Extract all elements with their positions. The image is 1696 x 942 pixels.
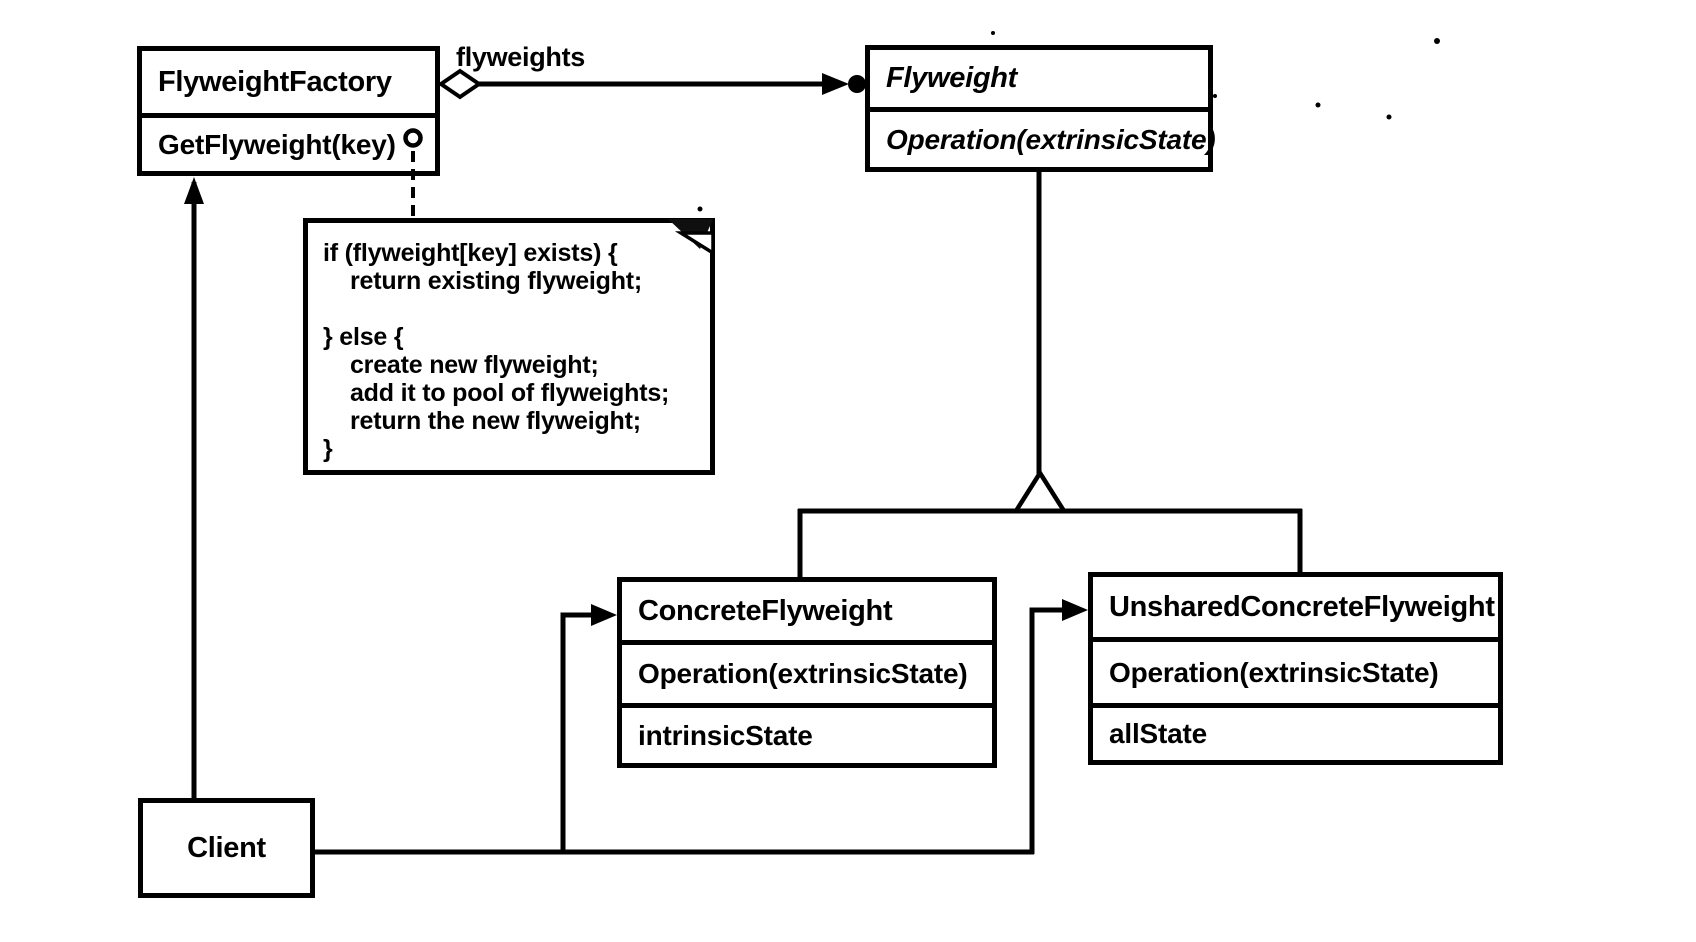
client-to-concrete-flyweight-line bbox=[560, 612, 607, 854]
class-box-unshared-concrete-flyweight: UnsharedConcreteFlyweight Operation(extr… bbox=[1088, 572, 1503, 765]
scan-speck bbox=[697, 206, 703, 212]
note-line bbox=[323, 295, 710, 323]
class-box-flyweight-factory: FlyweightFactory GetFlyweight(key) bbox=[137, 46, 440, 176]
scan-speck bbox=[1386, 114, 1392, 120]
method-operation-abstract: Operation(extrinsicState) bbox=[886, 123, 1216, 155]
unshared-title-compartment: UnsharedConcreteFlyweight bbox=[1093, 577, 1498, 637]
scan-speck bbox=[1434, 38, 1440, 44]
arrowhead-icon bbox=[591, 604, 617, 626]
aggregation-endpoint-dot-icon bbox=[848, 75, 866, 93]
scan-speck bbox=[1213, 94, 1217, 98]
class-box-flyweight: Flyweight Operation(extrinsicState) bbox=[865, 45, 1216, 172]
arrowhead-icon bbox=[1062, 599, 1088, 621]
arrowhead-icon bbox=[822, 73, 849, 95]
note-line: if (flyweight[key] exists) { bbox=[323, 239, 618, 267]
client-title-compartment: Client bbox=[143, 803, 310, 893]
note-line: return the new flyweight; bbox=[323, 407, 641, 435]
aggregation-diamond-icon bbox=[437, 68, 483, 100]
unshared-method-compartment: Operation(extrinsicState) bbox=[1093, 637, 1498, 703]
attribute-all-state: allState bbox=[1109, 718, 1207, 749]
scan-speck bbox=[1315, 102, 1321, 108]
arrowhead-icon bbox=[184, 177, 204, 204]
scan-speck bbox=[991, 31, 995, 35]
method-get-flyweight: GetFlyweight(key) bbox=[158, 128, 396, 160]
class-box-client: Client bbox=[138, 798, 315, 898]
concrete-flyweight-title-compartment: ConcreteFlyweight bbox=[622, 582, 992, 640]
class-name-flyweight: Flyweight bbox=[886, 62, 1018, 94]
flyweight-title-compartment: Flyweight bbox=[870, 50, 1208, 107]
note-box-getflyweight-pseudocode: if (flyweight[key] exists) { return exis… bbox=[303, 218, 715, 475]
class-name-flyweight-factory: FlyweightFactory bbox=[158, 65, 392, 98]
note-line: create new flyweight; bbox=[323, 351, 599, 379]
concrete-flyweight-method-compartment: Operation(extrinsicState) bbox=[622, 640, 992, 703]
note-line: return existing flyweight; bbox=[323, 267, 643, 295]
method-operation-unshared: Operation(extrinsicState) bbox=[1109, 656, 1439, 688]
note-line: } bbox=[323, 435, 333, 463]
unshared-attribute-compartment: allState bbox=[1093, 703, 1498, 760]
aggregation-label-flyweights: flyweights bbox=[456, 42, 586, 72]
class-box-concrete-flyweight: ConcreteFlyweight Operation(extrinsicSta… bbox=[617, 577, 997, 768]
class-name-client: Client bbox=[187, 831, 266, 864]
note-line: } else { bbox=[323, 323, 404, 351]
concrete-flyweight-attribute-compartment: intrinsicState bbox=[622, 703, 992, 763]
flyweight-factory-title-compartment: FlyweightFactory bbox=[142, 51, 435, 113]
attribute-intrinsic-state: intrinsicState bbox=[638, 719, 813, 751]
note-line: add it to pool of flyweights; bbox=[323, 379, 670, 407]
client-to-unshared-line bbox=[1029, 607, 1078, 854]
method-operation-concrete: Operation(extrinsicState) bbox=[638, 658, 968, 689]
flyweight-method-compartment: Operation(extrinsicState) bbox=[870, 107, 1216, 167]
inheritance-triangle-icon bbox=[1011, 468, 1069, 514]
class-name-unshared-concrete-flyweight: UnsharedConcreteFlyweight bbox=[1109, 590, 1495, 623]
flyweight-factory-method-compartment: GetFlyweight(key) bbox=[142, 113, 435, 171]
class-name-concrete-flyweight: ConcreteFlyweight bbox=[638, 594, 893, 627]
